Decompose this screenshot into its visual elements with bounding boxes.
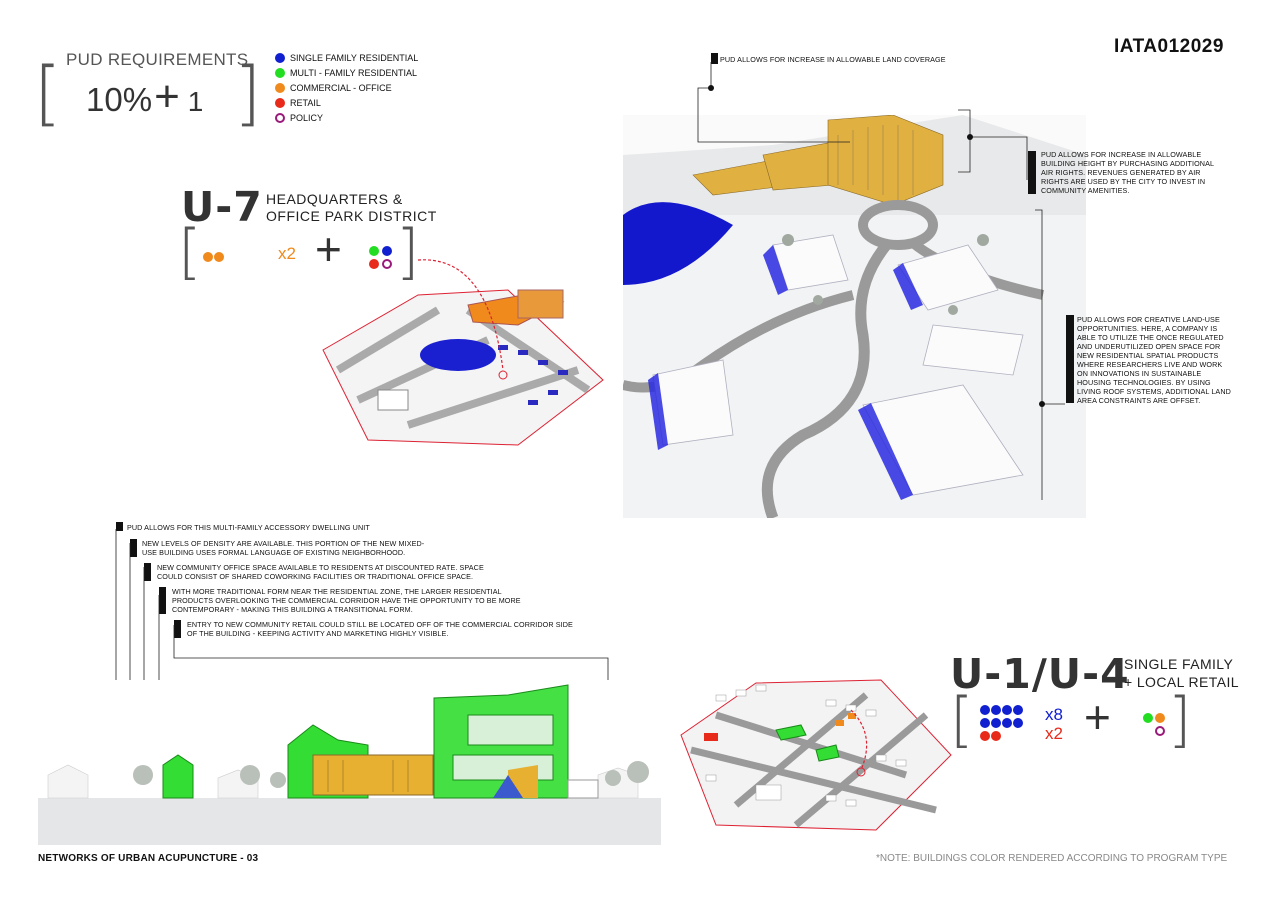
- orange-dot-icon: [203, 252, 213, 262]
- purple-ring-icon: [382, 259, 392, 269]
- legend-item-commercial: COMMERCIAL - OFFICE: [275, 83, 392, 93]
- red-dot-icon: [980, 731, 990, 741]
- footer-note: *NOTE: BUILDINGS COLOR RENDERED ACCORDIN…: [876, 853, 1228, 864]
- purple-ring-icon: [1155, 726, 1165, 736]
- bracket-right: ]: [234, 52, 262, 134]
- legend-label: COMMERCIAL - OFFICE: [290, 83, 392, 93]
- bracket-left: [: [34, 52, 62, 134]
- annotation-text: PUD ALLOWS FOR CREATIVE LAND-USE OPPORTU…: [1077, 315, 1231, 405]
- leader-lines-top: [697, 62, 1065, 500]
- legend-item-retail: RETAIL: [275, 98, 321, 108]
- red-dot-icon: [369, 259, 379, 269]
- u7-code: U-7: [181, 183, 263, 231]
- u7-multiplier: x2: [278, 244, 296, 263]
- blue-dot-icon: [980, 705, 990, 715]
- blue-dot-icon: [382, 246, 392, 256]
- orange-dot-icon: [214, 252, 224, 262]
- red-dot-icon: [991, 731, 1001, 741]
- annotation-tag: [1066, 315, 1074, 403]
- u14-multiplier1: x8: [1045, 705, 1063, 724]
- annotation-tag: [116, 522, 123, 531]
- single-family-dots: [980, 703, 1030, 721]
- annotation-tag: [711, 53, 718, 64]
- u7-bracket-right: ]: [396, 217, 420, 287]
- formula-one: 1: [187, 86, 204, 117]
- u7-bracket-left: [: [178, 217, 202, 287]
- formula-plus: +: [154, 72, 180, 121]
- annotation-tag: [144, 563, 151, 581]
- u7-title-line2: OFFICE PARK DISTRICT: [266, 208, 437, 224]
- requirements-title: PUD REQUIREMENTS: [66, 50, 249, 69]
- u14-multiplier2: x2: [1045, 724, 1063, 743]
- project-id: IATA012029: [1114, 36, 1224, 57]
- annotation-tag: [1028, 151, 1036, 194]
- footer-title: NETWORKS OF URBAN ACUPUNCTURE - 03: [38, 853, 259, 864]
- u14-title-line2: + LOCAL RETAIL: [1124, 674, 1239, 690]
- annotation-tag: [159, 587, 166, 614]
- u14-title-line1: SINGLE FAMILY: [1124, 656, 1234, 672]
- purple-ring-icon: [275, 113, 285, 123]
- u7-plus: +: [315, 223, 342, 275]
- green-dot-icon: [1143, 713, 1153, 723]
- u14-code: U-1/U-4: [950, 650, 1130, 698]
- legend-label: POLICY: [290, 113, 324, 123]
- formula-percent: 10%: [86, 81, 153, 118]
- annotation-tag: [130, 539, 137, 557]
- annotation-text: ENTRY TO NEW COMMUNITY RETAIL COULD STIL…: [187, 620, 573, 638]
- blue-dot-icon: [991, 705, 1001, 715]
- legend-item-policy: POLICY: [275, 113, 323, 123]
- street-elevation: [38, 680, 661, 845]
- u14-site-axonometric: [680, 679, 952, 831]
- single-family-dots-row2: [980, 716, 1030, 734]
- green-dot-icon: [369, 246, 379, 256]
- legend-item-multi-family: MULTI - FAMILY RESIDENTIAL: [275, 68, 417, 78]
- annotation-text: PUD ALLOWS FOR THIS MULTI-FAMILY ACCESSO…: [127, 523, 370, 532]
- legend-item-single-family: SINGLE FAMILY RESIDENTIAL: [275, 53, 418, 63]
- u14-bracket-left: [: [950, 685, 974, 755]
- annotation-text: PUD ALLOWS FOR INCREASE IN ALLOWABLE BUI…: [1041, 150, 1214, 195]
- legend-label: SINGLE FAMILY RESIDENTIAL: [290, 53, 419, 63]
- red-dot-icon: [275, 98, 285, 108]
- legend-label: RETAIL: [290, 98, 321, 108]
- orange-dot-icon: [1155, 713, 1165, 723]
- legend-label: MULTI - FAMILY RESIDENTIAL: [290, 68, 418, 78]
- blue-dot-icon: [1002, 705, 1012, 715]
- u7-site-axonometric: [322, 259, 604, 446]
- u14-bracket-right: ]: [1168, 685, 1192, 755]
- u14-plus: +: [1084, 691, 1111, 743]
- blue-dot-icon: [991, 718, 1001, 728]
- orange-dot-icon: [275, 83, 285, 93]
- blue-dot-icon: [1013, 705, 1023, 715]
- annotation-text: NEW LEVELS OF DENSITY ARE AVAILABLE. THI…: [142, 539, 425, 557]
- requirements-formula: 10%+1: [86, 72, 203, 122]
- blue-dot-icon: [1002, 718, 1012, 728]
- u7-title-line1: HEADQUARTERS &: [266, 191, 403, 207]
- blue-dot-icon: [980, 718, 990, 728]
- annotation-text: PUD ALLOWS FOR INCREASE IN ALLOWABLE LAN…: [720, 55, 946, 64]
- annotation-text: WITH MORE TRADITIONAL FORM NEAR THE RESI…: [172, 587, 521, 614]
- green-dot-icon: [275, 68, 285, 78]
- blue-dot-icon: [1013, 718, 1023, 728]
- annotation-tag: [174, 620, 181, 638]
- blue-dot-icon: [275, 53, 285, 63]
- annotation-text: NEW COMMUNITY OFFICE SPACE AVAILABLE TO …: [157, 563, 484, 581]
